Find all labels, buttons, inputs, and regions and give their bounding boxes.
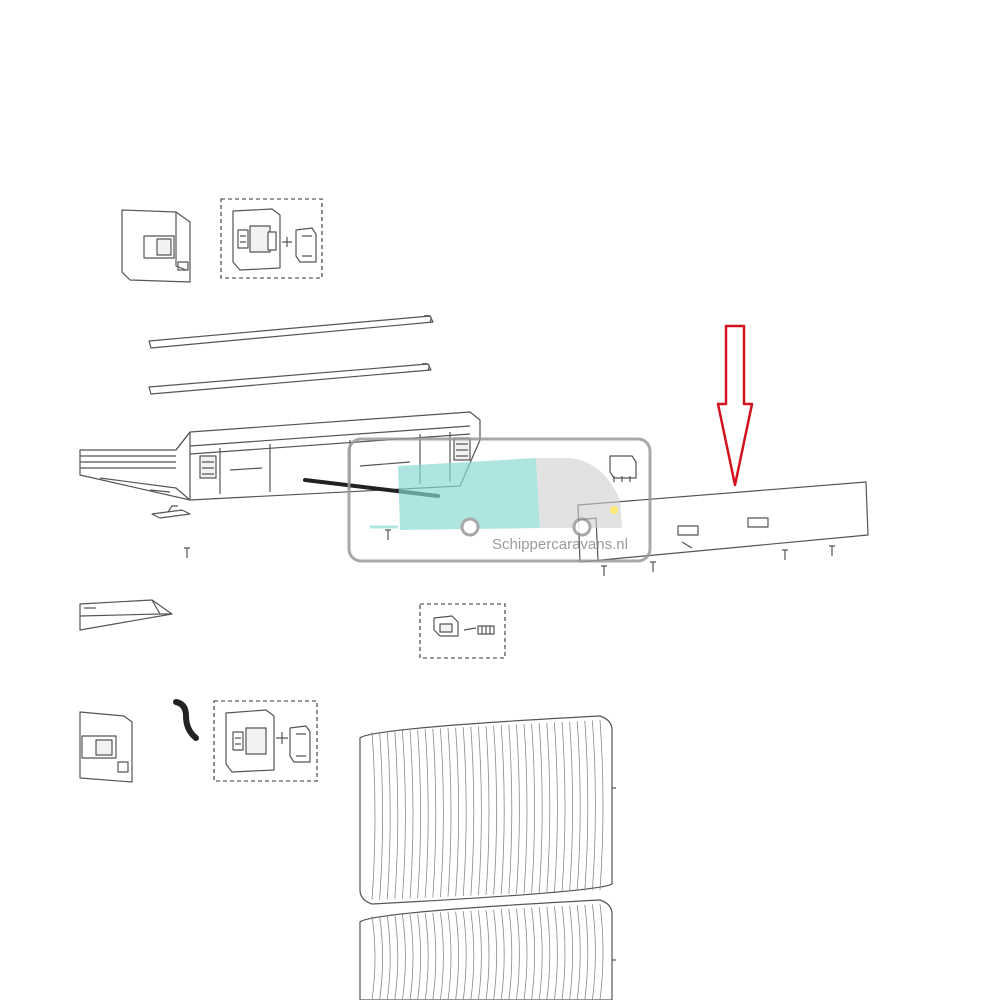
grille-slat bbox=[440, 912, 444, 1000]
grille-slat bbox=[500, 909, 505, 1000]
grille-slat bbox=[516, 908, 520, 1000]
lower-latch-kit bbox=[213, 700, 318, 782]
grille-slat bbox=[523, 723, 528, 894]
grille-slat bbox=[584, 720, 589, 891]
grille-slat bbox=[599, 719, 604, 891]
grille-slat bbox=[455, 911, 459, 1000]
van-logo-icon bbox=[370, 458, 622, 537]
grille-slat bbox=[500, 725, 505, 895]
upper-rod bbox=[148, 315, 434, 349]
grille-slat bbox=[409, 913, 414, 1000]
grille-slat bbox=[531, 723, 535, 894]
grille-slat bbox=[379, 731, 383, 900]
grille-slat bbox=[424, 913, 429, 1000]
grille-slat bbox=[569, 721, 573, 892]
grille-slat bbox=[531, 907, 535, 1000]
red-down-arrow-icon bbox=[716, 324, 754, 487]
grille-slat bbox=[554, 722, 558, 893]
lower-housing-block bbox=[79, 711, 133, 783]
grille-slat bbox=[417, 729, 421, 899]
grille-slat bbox=[561, 721, 566, 892]
grille-slat bbox=[554, 906, 558, 1000]
grille-slat bbox=[576, 905, 581, 1000]
grille-slat bbox=[546, 722, 551, 893]
grille-slat bbox=[485, 909, 490, 1000]
grille-slat bbox=[508, 908, 513, 1000]
grille-slat bbox=[470, 726, 475, 896]
grille-slat bbox=[478, 910, 482, 1000]
grille-slat bbox=[462, 911, 467, 1000]
grille-slat bbox=[508, 724, 513, 895]
screws bbox=[184, 529, 835, 576]
grille-slat bbox=[379, 915, 383, 1000]
middle-clip-kit bbox=[419, 603, 506, 659]
grille-slat bbox=[394, 730, 399, 900]
grille-slat bbox=[592, 904, 596, 1000]
lower-ventilation-grille bbox=[359, 899, 616, 1000]
small-bracket-clip bbox=[151, 505, 191, 519]
grille-slat bbox=[538, 723, 543, 893]
grille-slat bbox=[569, 905, 573, 1000]
main-frame-housing bbox=[79, 411, 481, 501]
grille-slat bbox=[447, 727, 452, 897]
grille-slat bbox=[485, 725, 490, 896]
grille-slat bbox=[455, 727, 459, 897]
grille-slat bbox=[432, 912, 437, 1000]
watermark: Schippercaravans.nl bbox=[347, 437, 652, 563]
grille-slat bbox=[386, 731, 391, 900]
grille-slat bbox=[546, 906, 551, 1000]
grille-slat bbox=[447, 911, 452, 1000]
grille-slat bbox=[371, 915, 376, 1000]
lower-rod bbox=[148, 363, 432, 395]
connector-block bbox=[609, 455, 637, 482]
grille-slat bbox=[592, 720, 596, 891]
grille-slat bbox=[538, 907, 543, 1000]
top-housing-block bbox=[121, 209, 191, 283]
grille-slat bbox=[561, 905, 566, 1000]
top-latch-kit bbox=[220, 198, 323, 279]
upper-ventilation-grille bbox=[359, 715, 616, 905]
grille-slat bbox=[386, 915, 391, 1000]
grille-slat bbox=[478, 726, 482, 896]
grille-slat bbox=[493, 909, 497, 1000]
grille-slat bbox=[402, 730, 406, 899]
grille-slat bbox=[424, 729, 429, 898]
grille-slat bbox=[462, 727, 467, 897]
grille-slat bbox=[576, 721, 581, 892]
grille-slat bbox=[516, 724, 520, 894]
grille-slat bbox=[599, 903, 604, 1000]
left-angle-bracket bbox=[79, 599, 173, 631]
watermark-text: Schippercaravans.nl bbox=[492, 536, 628, 553]
grille-slat bbox=[371, 731, 376, 901]
grille-slat bbox=[523, 907, 528, 1000]
grille-slat bbox=[417, 913, 421, 1000]
grille-slat bbox=[493, 725, 497, 895]
grille-slat bbox=[440, 728, 444, 898]
black-hose bbox=[173, 699, 199, 741]
grille-slat bbox=[470, 910, 475, 1000]
grille-slat bbox=[394, 914, 399, 1000]
grille-slat bbox=[409, 729, 414, 899]
grille-slat bbox=[432, 728, 437, 898]
grille-slat bbox=[402, 914, 406, 1000]
grille-slat bbox=[584, 904, 589, 1000]
